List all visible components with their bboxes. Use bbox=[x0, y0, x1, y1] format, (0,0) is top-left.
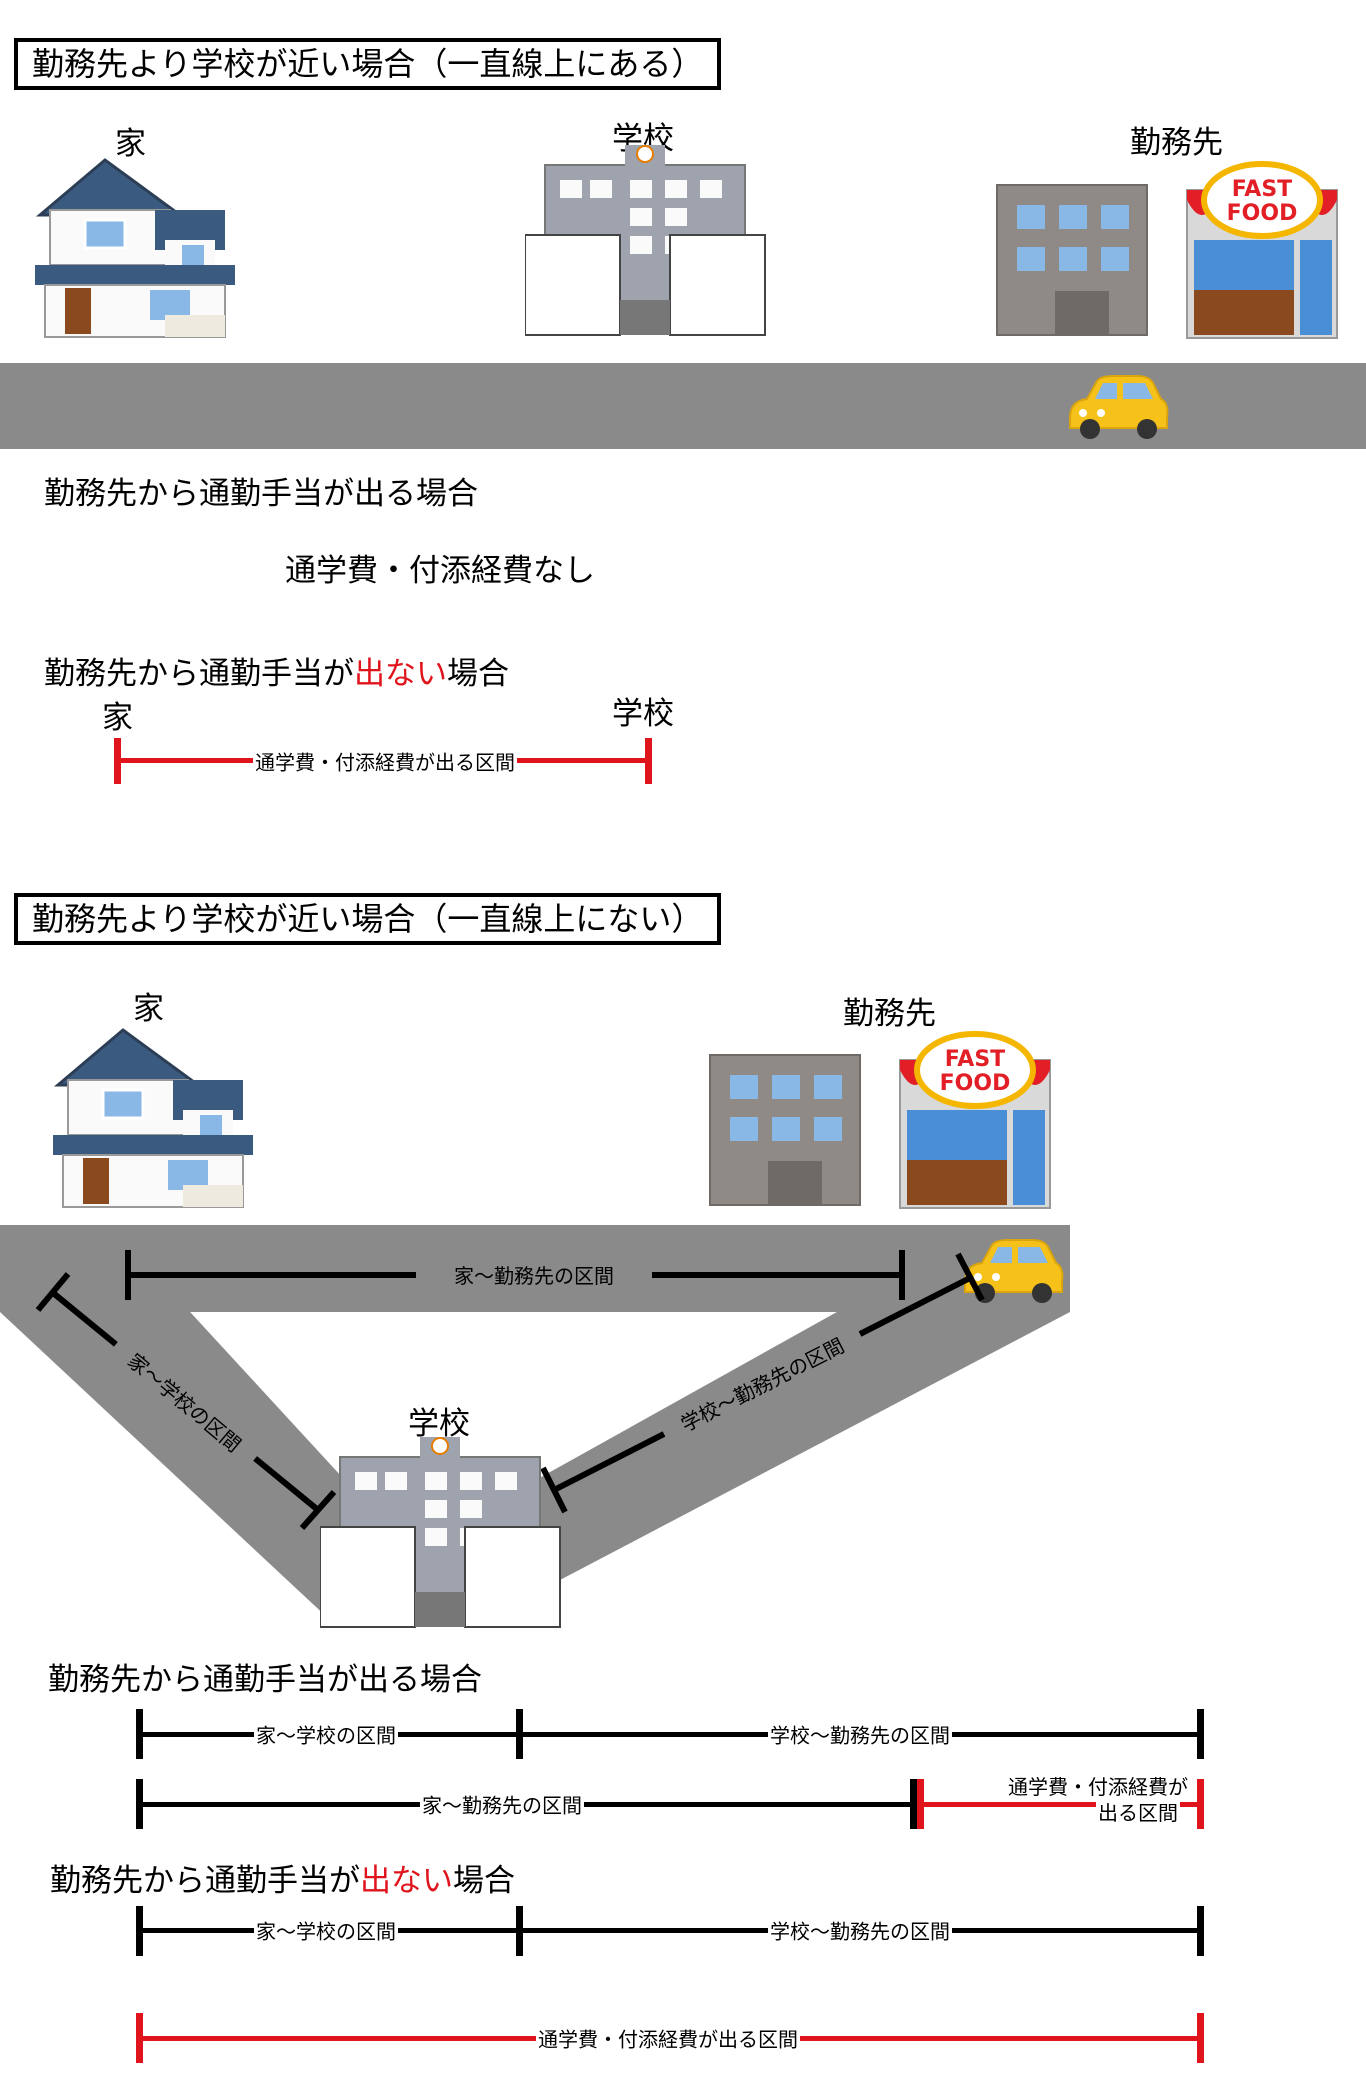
car-icon bbox=[1069, 375, 1169, 439]
paid-row2-end-cap bbox=[1197, 1779, 1204, 1829]
paid-row2-mid-cap bbox=[910, 1779, 917, 1829]
case-unpaid-prefix: 勤務先から通勤手当が bbox=[44, 656, 354, 692]
section1-case-paid: 勤務先から通勤手当が出る場合 bbox=[44, 476, 478, 512]
unpaid-row2-start-cap bbox=[136, 2013, 143, 2063]
section2-work-label: 勤務先 bbox=[843, 996, 936, 1032]
unpaid-row1-mid-cap bbox=[516, 1906, 523, 1956]
paid-row2-red-bar bbox=[916, 1802, 1202, 1807]
paid-row1-seg-b: 学校〜勤務先の区間 bbox=[768, 1719, 952, 1749]
segment-home-label: 家 bbox=[102, 700, 133, 736]
house-icon bbox=[53, 1028, 253, 1208]
section2-case-unpaid: 勤務先から通勤手当が出ない場合 bbox=[50, 1855, 515, 1900]
segment-end-cap bbox=[645, 738, 652, 784]
case-unpaid-suffix: 場合 bbox=[447, 656, 509, 692]
fast-food-sign-line1: FAST bbox=[1232, 177, 1292, 202]
fast-food-shop-icon: FAST FOOD bbox=[1186, 161, 1338, 339]
case-unpaid-emphasis: 出ない bbox=[354, 656, 447, 692]
road-home-school-label: 家〜学校の区間 bbox=[123, 1349, 246, 1457]
road-segment-measures: 家〜勤務先の区間 家〜学校の区間 学校〜勤務先の区間 bbox=[35, 1250, 985, 1530]
unpaid-row2-end-cap bbox=[1197, 2013, 1204, 2063]
segment-start-cap bbox=[114, 738, 121, 784]
section2-title: 勤務先より学校が近い場合（一直線上にない） bbox=[14, 893, 722, 945]
case-unpaid-prefix: 勤務先から通勤手当が bbox=[50, 1863, 360, 1899]
house-icon bbox=[35, 158, 235, 338]
unpaid-row1-seg-a: 家〜学校の区間 bbox=[254, 1915, 398, 1945]
paid-row1-start-cap bbox=[136, 1709, 143, 1759]
paid-row1-bar bbox=[138, 1732, 1202, 1737]
segment-school-label: 学校 bbox=[612, 696, 674, 732]
unpaid-row2-seg: 通学費・付添経費が出る区間 bbox=[536, 2023, 800, 2053]
section1-work-label: 勤務先 bbox=[1130, 125, 1223, 161]
office-building-icon bbox=[709, 1054, 861, 1206]
case-unpaid-suffix: 場合 bbox=[453, 1863, 515, 1899]
paid-row2-seg-b-line1: 通学費・付添経費が bbox=[1006, 1774, 1190, 1800]
section1-title: 勤務先より学校が近い場合（一直線上にある） bbox=[14, 38, 722, 90]
section1-home-label: 家 bbox=[115, 126, 146, 162]
paid-row2-seg-b-line2: 出る区間 bbox=[1096, 1800, 1180, 1826]
paid-row1-seg-a: 家〜学校の区間 bbox=[254, 1719, 398, 1749]
office-building-icon bbox=[996, 184, 1148, 336]
unpaid-row1-bar bbox=[138, 1928, 1202, 1933]
section2-home-label: 家 bbox=[133, 991, 164, 1027]
fast-food-sign-line2: FOOD bbox=[1227, 201, 1298, 226]
fast-food-sign-line2: FOOD bbox=[940, 1071, 1011, 1096]
section1-case-paid-result: 通学費・付添経費なし bbox=[285, 553, 595, 589]
unpaid-row1-seg-b: 学校〜勤務先の区間 bbox=[768, 1915, 952, 1945]
paid-row2-start-cap bbox=[136, 1779, 143, 1829]
road-home-work-label: 家〜勤務先の区間 bbox=[454, 1264, 614, 1288]
unpaid-row1-end-cap bbox=[1197, 1906, 1204, 1956]
paid-row1-mid-cap bbox=[516, 1709, 523, 1759]
section1-case-unpaid: 勤務先から通勤手当が出ない場合 bbox=[44, 648, 509, 693]
unpaid-row1-start-cap bbox=[136, 1906, 143, 1956]
fast-food-sign-line1: FAST bbox=[945, 1047, 1005, 1072]
paid-row1-end-cap bbox=[1197, 1709, 1204, 1759]
paid-row2-seg-a: 家〜勤務先の区間 bbox=[420, 1789, 584, 1819]
section2-case-paid: 勤務先から通勤手当が出る場合 bbox=[48, 1662, 482, 1698]
paid-row2-seg-b: 通学費・付添経費が 出る区間 bbox=[930, 1774, 1190, 1826]
allowance-segment-label: 通学費・付添経費が出る区間 bbox=[253, 746, 517, 776]
school-icon bbox=[320, 1437, 561, 1628]
fast-food-shop-icon: FAST FOOD bbox=[899, 1031, 1051, 1209]
road-school-work-label: 学校〜勤務先の区間 bbox=[677, 1333, 848, 1436]
section2-school-label: 学校 bbox=[408, 1406, 470, 1442]
case-unpaid-emphasis: 出ない bbox=[360, 1863, 453, 1899]
paid-row2-red-start-cap bbox=[917, 1779, 924, 1829]
school-icon bbox=[525, 145, 766, 336]
